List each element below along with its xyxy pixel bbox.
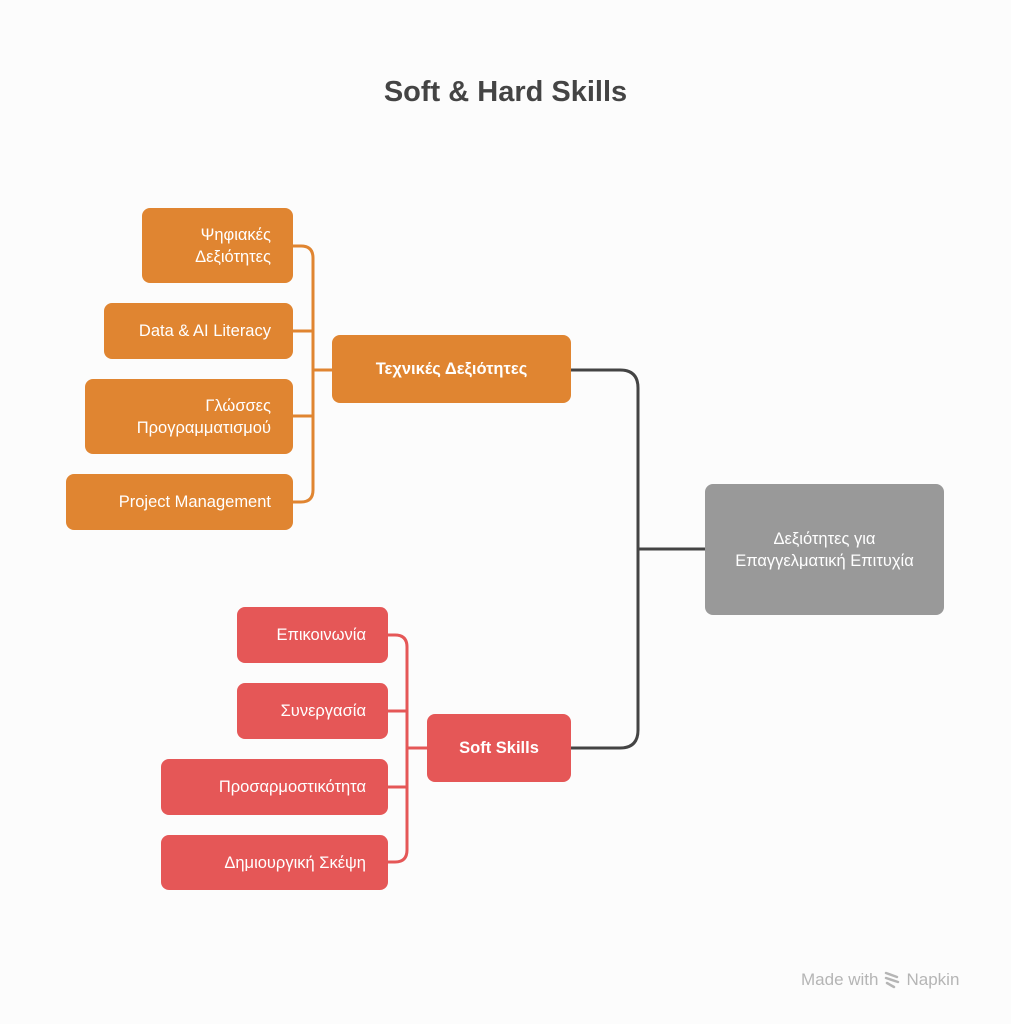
soft-skills-node[interactable]: Soft Skills xyxy=(427,714,571,782)
soft-connectors xyxy=(388,633,427,864)
soft-child-2[interactable]: Συνεργασία xyxy=(237,683,388,739)
napkin-footer[interactable]: Made with Napkin xyxy=(801,970,959,990)
napkin-logo-icon xyxy=(885,971,900,989)
soft-child-3[interactable]: Προσαρμοστικότητα xyxy=(161,759,388,815)
technical-connectors xyxy=(293,244,332,504)
soft-child-4[interactable]: Δημιουργική Σκέψη xyxy=(161,835,388,890)
technical-child-2[interactable]: Data & AI Literacy xyxy=(104,303,293,359)
root-node[interactable]: Δεξιότητες για Επαγγελματική Επιτυχία xyxy=(705,484,944,615)
napkin-brand: Napkin xyxy=(906,970,960,989)
soft-child-1[interactable]: Επικοινωνία xyxy=(237,607,388,663)
technical-child-1[interactable]: Ψηφιακές Δεξιότητες xyxy=(142,208,293,283)
diagram-title: Soft & Hard Skills xyxy=(383,76,628,108)
technical-skills-node[interactable]: Τεχνικές Δεξιότητες xyxy=(332,335,571,403)
root-connectors xyxy=(561,368,715,750)
made-with-label: Made with xyxy=(801,970,879,989)
technical-child-4[interactable]: Project Management xyxy=(66,474,293,530)
technical-child-3[interactable]: Γλώσσες Προγραμματισμού xyxy=(85,379,293,454)
